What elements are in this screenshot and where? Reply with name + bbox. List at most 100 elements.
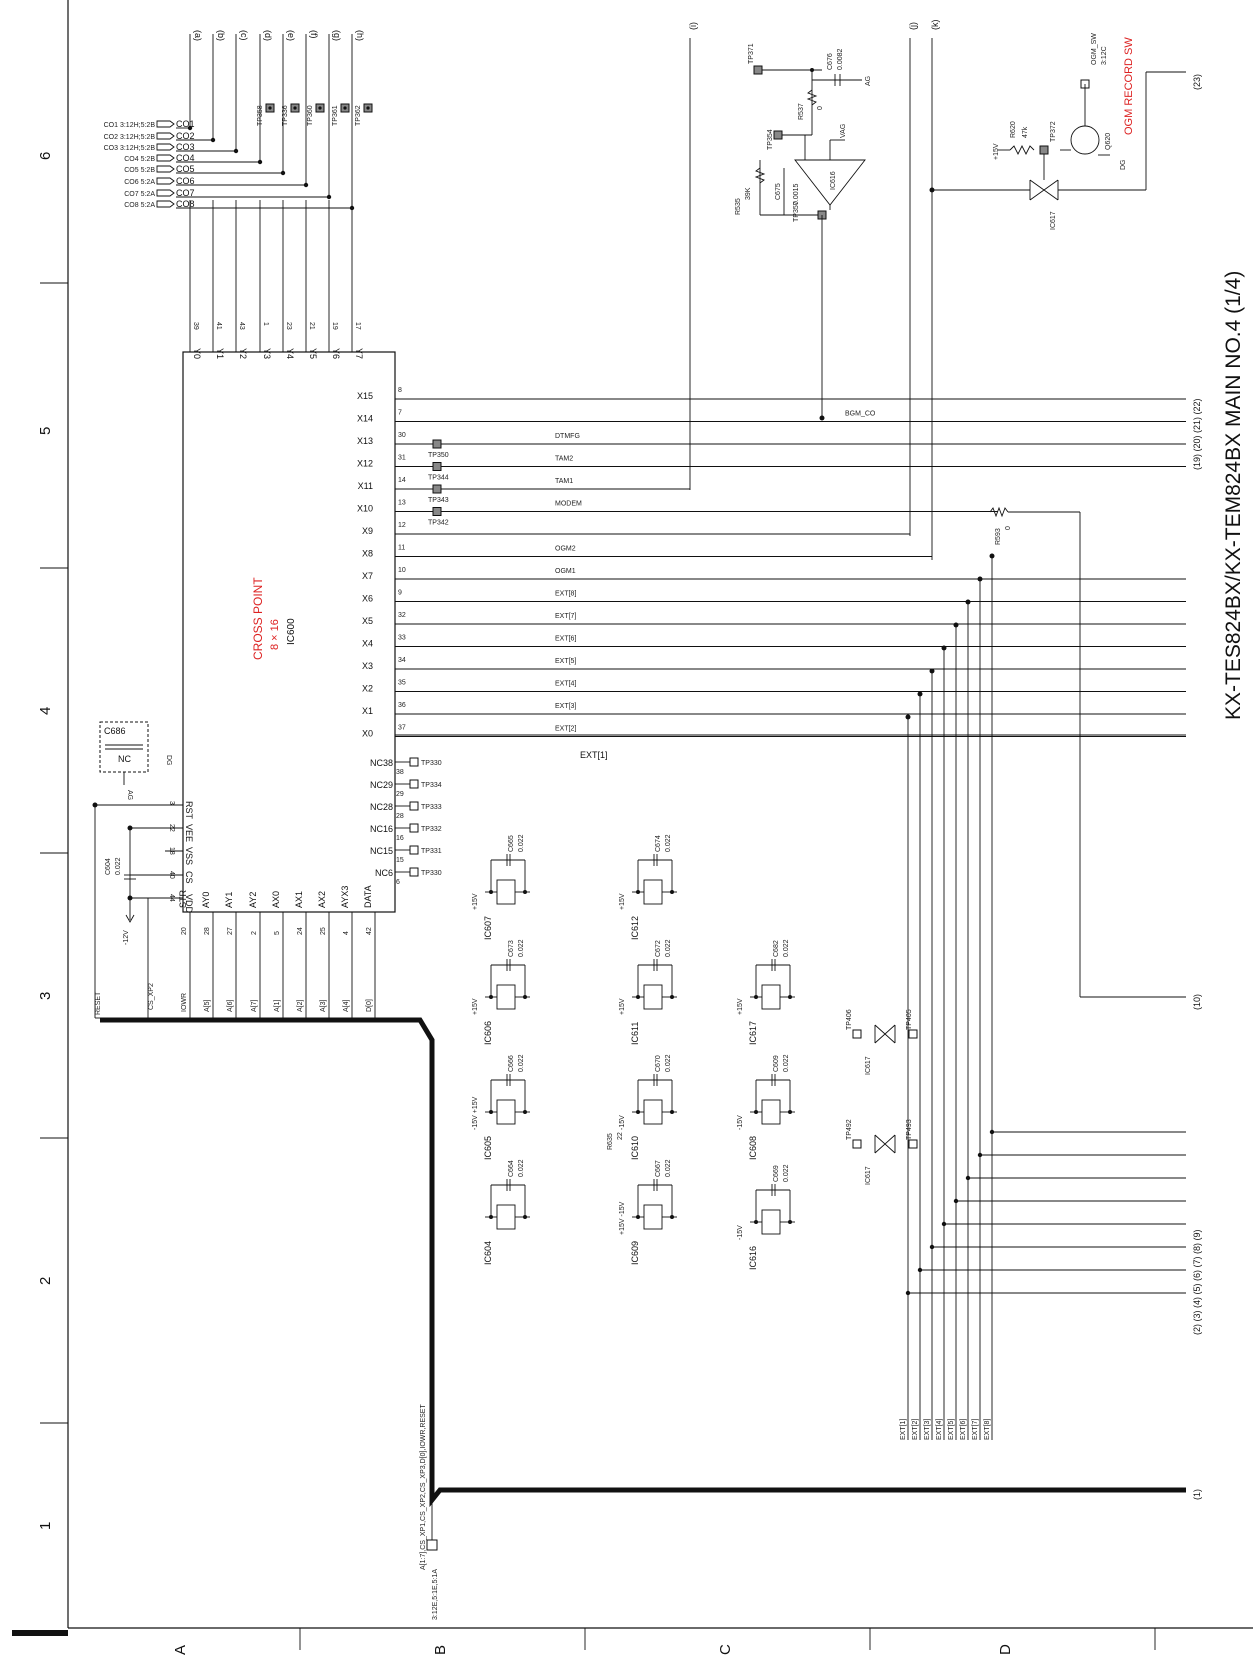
y-pin-number: 1 (262, 322, 269, 326)
ext-output-label: EXT[6] (960, 1419, 967, 1440)
x-pin-number: 31 (398, 455, 406, 462)
test-point (409, 845, 419, 855)
svg-text:C604: C604 (105, 858, 112, 875)
tp-label: TP360 (307, 105, 314, 126)
x-pin-label: X9 (362, 526, 373, 536)
co-source-label: CO5 5:2B (124, 167, 155, 174)
svg-text:AG: AG (865, 76, 872, 86)
decap-supply: -15V (619, 1115, 626, 1130)
top-test-points: TP358 TP336 TP360 TP361 TP362 (257, 103, 373, 126)
y-pin-label: Y3 (262, 348, 272, 359)
decap-supply: +15V (619, 893, 626, 910)
r593: R593 0 (989, 506, 1186, 998)
x-pin-number: 37 (398, 725, 406, 732)
bottom-net-label: A[5] (204, 999, 211, 1012)
svg-text:+15V: +15V (993, 143, 1000, 160)
co-source-label: CO3 3:12H;5:2B (104, 145, 156, 152)
test-point (409, 867, 419, 877)
y-pin-number: 41 (215, 322, 222, 330)
decap-value: 0.022 (783, 1164, 790, 1182)
x-pin-number: 7 (398, 410, 402, 417)
sheet-title: KX-TES824BX/KX-TEM824BX MAIN NO.4 (1/4) (1222, 271, 1245, 720)
ext-output-label: EXT[4] (936, 1419, 943, 1440)
svg-text:OGM_SW: OGM_SW (1091, 33, 1098, 65)
nc-pin-number: 38 (396, 769, 404, 776)
x-net-label: DTMFG (555, 433, 580, 440)
tp-label: TP330 (421, 870, 442, 877)
nc-pin-label: NC29 (370, 780, 393, 790)
sheet-frame (12, 0, 1253, 1650)
svg-text:C676: C676 (827, 53, 834, 70)
decap-ic: IC612 (630, 916, 640, 940)
svg-text:TP406: TP406 (846, 1009, 853, 1030)
decap-value: 0.022 (665, 1159, 672, 1177)
bottom-pin-label: AX1 (294, 891, 304, 908)
test-point (409, 801, 419, 811)
svg-text:R535: R535 (735, 198, 742, 215)
x-pin-number: 33 (398, 635, 406, 642)
x-pin-number: 13 (398, 500, 406, 507)
bottom-pin-number: 27 (227, 927, 234, 935)
y-pin-label: Y6 (331, 348, 341, 359)
decap-value: 0.022 (783, 1054, 790, 1072)
svg-text:DG: DG (165, 755, 172, 766)
bottom-pin-label: AX2 (317, 891, 327, 908)
nc-pin-number: 15 (396, 857, 404, 864)
decap-supply: +15V (737, 998, 744, 1015)
svg-text:0.0015: 0.0015 (793, 183, 800, 205)
zone-5: 5 (37, 427, 54, 435)
ext-output-label: EXT[1] (900, 1419, 907, 1440)
svg-text:TP492: TP492 (846, 1119, 853, 1140)
decap-value: 0.022 (665, 939, 672, 957)
junction-dot (965, 1175, 971, 1181)
x-pin-label: X12 (357, 459, 373, 469)
bottom-pin-number: 24 (297, 927, 304, 935)
co-pin-label: CO7 (176, 188, 195, 198)
tp-label: TP332 (421, 826, 442, 833)
x-pin-label: X7 (362, 571, 373, 581)
x-net-label: EXT[3] (555, 703, 576, 710)
x-pin-label: X1 (362, 706, 373, 716)
tp-label: TP334 (421, 782, 442, 789)
left-pin-label: VEE (184, 824, 194, 842)
offpage-connector (156, 132, 175, 140)
decap-ref: C674 (655, 835, 662, 852)
bottom-net-label: A[1] (274, 999, 281, 1012)
bottom-pin-number: 28 (204, 927, 211, 935)
tp-label: TP344 (428, 475, 449, 482)
x-net-label: MODEM (555, 501, 582, 508)
co-source-label: CO8 5:2A (124, 202, 155, 209)
main-bus-label: A[1:7],CS_XP1,CS_XP2,CS_XP3,D[0],IOWR,RE… (420, 1404, 427, 1570)
bottom-net-label: D[0] (366, 999, 373, 1012)
decap-value: 0.022 (518, 939, 525, 957)
x-pin-number: 32 (398, 612, 406, 619)
bottom-net-label: A[6] (227, 999, 234, 1012)
left-pin-number: 3 (168, 801, 175, 805)
junction-dot (941, 1221, 947, 1227)
decap-value: 0.022 (518, 1054, 525, 1072)
offpage-connector (156, 200, 175, 208)
net-reset: RESET (95, 991, 102, 1015)
label-23: (23) (1192, 74, 1202, 90)
nc-pin-label: NC15 (370, 846, 393, 856)
c686-nc: C686 NC DG AG (99, 721, 172, 800)
svg-text:IC616: IC616 (830, 171, 837, 190)
r635: R635 22 (607, 1132, 624, 1150)
letter-j: (j) (908, 22, 918, 30)
svg-text:47k: 47k (1022, 126, 1029, 138)
junction-dot (905, 714, 911, 720)
test-point (432, 507, 442, 516)
bottom-pin-label: AX0 (271, 891, 281, 908)
junction-dot (917, 691, 923, 697)
decap-value: 0.022 (783, 939, 790, 957)
co-pin-label: CO3 (176, 142, 195, 152)
bottom-pin-label: DATA (363, 885, 373, 908)
ic600-nc-pins: NC3838TP330NC2929TP334NC2828TP333NC1616T… (370, 757, 442, 886)
tp-label: TP358 (257, 105, 264, 126)
co-letter: (g) (332, 30, 342, 41)
